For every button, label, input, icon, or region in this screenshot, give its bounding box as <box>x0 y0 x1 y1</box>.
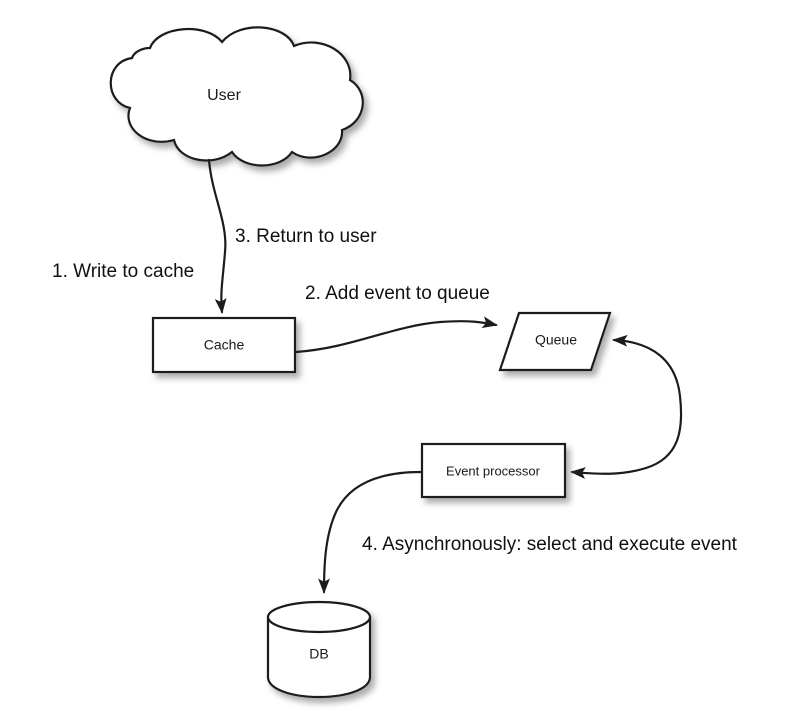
db-cylinder-body <box>266 615 372 699</box>
cloud-shape <box>109 26 364 167</box>
node-queue[interactable]: Queue <box>498 311 612 372</box>
db-cylinder-top <box>266 600 372 634</box>
node-cache-label: Cache <box>204 337 245 353</box>
edge-event-processor-to-db <box>318 470 423 594</box>
step-label-2: 2. Add event to queue <box>305 283 490 304</box>
node-db[interactable]: DB <box>266 600 372 699</box>
step-label-3: 3. Return to user <box>235 226 377 247</box>
step-label-4: 4. Asynchronously: select and execute ev… <box>362 534 738 555</box>
node-cache[interactable]: Cache <box>151 316 297 374</box>
edge-user-to-cache <box>207 158 227 314</box>
node-queue-label: Queue <box>535 332 577 348</box>
node-event-processor[interactable]: Event processor <box>420 442 567 499</box>
node-user[interactable]: User <box>109 26 364 167</box>
step-label-1: 1. Write to cache <box>52 261 194 282</box>
edge-cache-to-queue <box>294 316 498 354</box>
edge-queue-event-processor <box>570 334 683 479</box>
event-processor-box-shape <box>420 442 567 499</box>
node-user-label: User <box>207 87 241 104</box>
node-event-processor-label: Event processor <box>446 463 541 478</box>
node-db-label: DB <box>309 646 328 662</box>
cache-box-shape <box>151 316 297 374</box>
